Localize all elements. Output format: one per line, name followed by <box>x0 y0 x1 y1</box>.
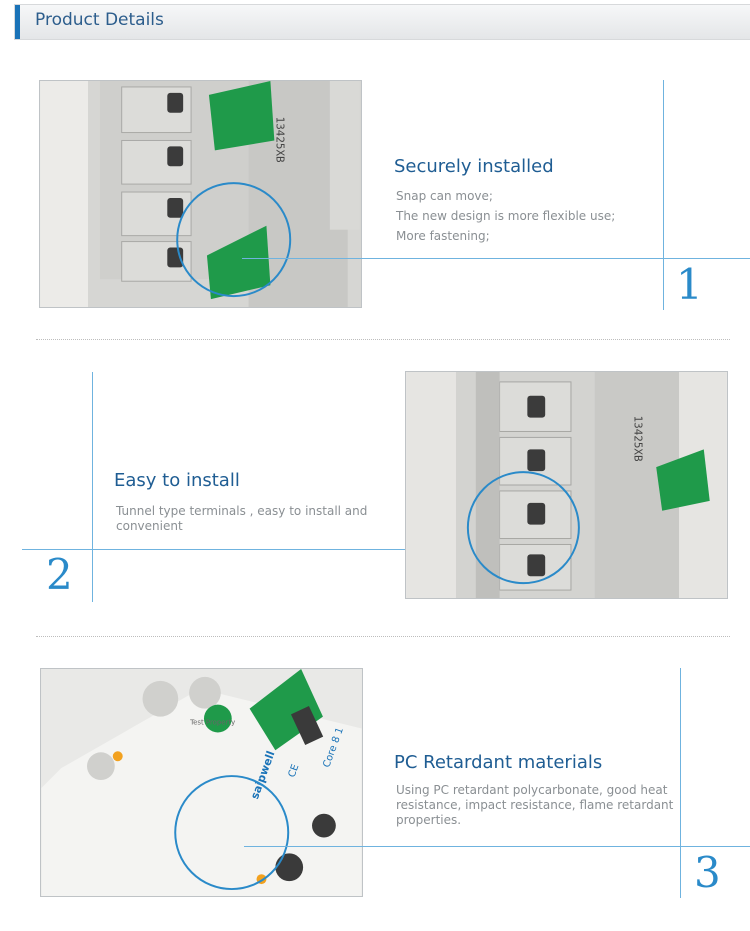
section-1-vertical-rule <box>663 80 664 310</box>
section-2-heading: Easy to install <box>114 470 240 491</box>
header-title: Product Details <box>35 10 164 30</box>
p2-model-code: 13425XB <box>631 416 644 462</box>
product-photo-material: Test Property saipwell CE Core 8 1 <box>40 668 363 897</box>
section-3-vertical-rule <box>680 668 681 898</box>
section-3-description: Using PC retardant polycarbonate, good h… <box>396 783 673 828</box>
section-header: Product Details <box>14 4 750 40</box>
product-photo-terminals: 13425XB <box>405 371 728 599</box>
section-2-number: 2 <box>46 550 73 599</box>
section-2-connector <box>22 549 528 550</box>
section-3-number: 3 <box>694 848 721 897</box>
dotted-divider <box>36 636 730 637</box>
section-2-line: Tunnel type terminals , easy to install … <box>116 504 368 518</box>
section-1-line: Snap can move; <box>396 189 493 203</box>
material-photo-illustration: Test Property saipwell CE Core 8 1 <box>41 669 362 896</box>
section-1-connector <box>242 258 750 259</box>
section-1-line: The new design is more flexible use; <box>396 209 616 223</box>
section-3-line: resistance, impact resistance, flame ret… <box>396 798 674 812</box>
terminals-photo-illustration: 13425XB <box>406 372 727 598</box>
dotted-divider <box>36 339 730 340</box>
section-1-description: Snap can move; The new design is more fl… <box>396 186 615 246</box>
p3-test-label: Test Property <box>189 719 235 727</box>
section-2-description: Tunnel type terminals , easy to install … <box>116 504 367 534</box>
section-3-line: Using PC retardant polycarbonate, good h… <box>396 783 668 797</box>
product-photo-snap: 13425XB <box>39 80 362 308</box>
p1-model-code: 13425XB <box>273 117 286 163</box>
section-3-connector <box>244 846 750 847</box>
header-accent-bar <box>15 5 20 39</box>
section-1-number: 1 <box>676 260 703 309</box>
section-2-line: convenient <box>116 519 183 533</box>
section-1-line: More fastening; <box>396 229 490 243</box>
p3-ce-mark: CE <box>287 763 302 779</box>
section-3-heading: PC Retardant materials <box>394 752 603 773</box>
section-1-heading: Securely installed <box>394 156 554 177</box>
snap-photo-illustration: 13425XB <box>40 81 361 307</box>
section-3-line: properties. <box>396 813 462 827</box>
section-2-vertical-rule <box>92 372 93 602</box>
